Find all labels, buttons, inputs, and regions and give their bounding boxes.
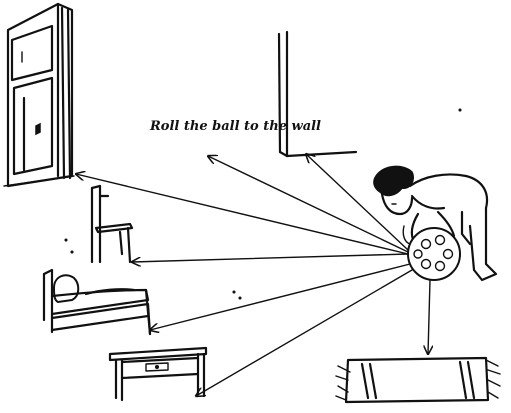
- child-figure: [373, 165, 498, 282]
- side-table: [108, 346, 208, 402]
- wall-corner: [277, 30, 358, 158]
- rug: [335, 356, 501, 404]
- instruction-caption: Roll the ball to the wall: [149, 119, 321, 134]
- stray-marks: [64, 108, 462, 300]
- ball: [407, 227, 461, 281]
- direction-arrows: [76, 154, 430, 396]
- bed: [42, 268, 152, 336]
- wardrobe: [3, 2, 75, 188]
- chair: [90, 184, 134, 264]
